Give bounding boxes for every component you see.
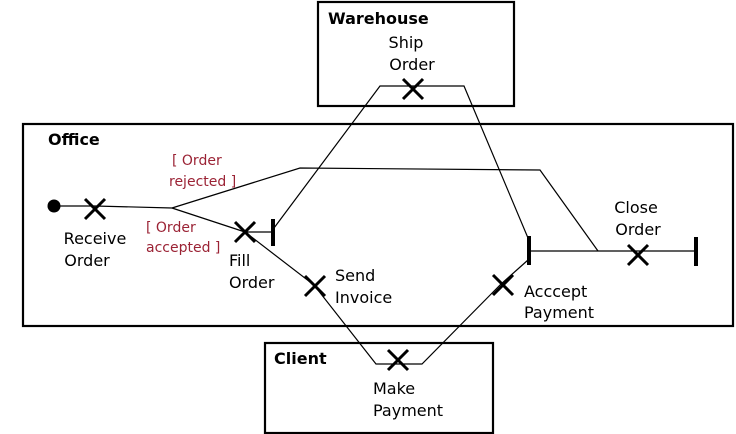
- close-order-label-2: Order: [615, 220, 661, 239]
- flow-rejected: [171, 167, 599, 252]
- close-order-mark[interactable]: [626, 243, 650, 267]
- client-lane: [263, 341, 495, 434]
- fill-order-label-2: Order: [229, 273, 275, 292]
- guard-order-rejected-1: [ Order: [172, 153, 222, 169]
- accept-payment-label-2: Payment: [524, 303, 594, 322]
- send-invoice-mark[interactable]: [303, 274, 327, 298]
- flow-receive-to-decision: [94, 205, 173, 209]
- ship-order-label-2: Order: [389, 55, 435, 74]
- fill-order-label-1: Fill: [229, 251, 250, 270]
- flow-accepted: [171, 207, 246, 233]
- close-order-label-1: Close: [614, 198, 658, 217]
- receive-order-label-2: Order: [64, 251, 110, 270]
- accept-payment-mark[interactable]: [491, 273, 515, 297]
- guard-order-rejected-2: rejected ]: [169, 174, 236, 190]
- guard-order-accepted-2: accepted ]: [146, 240, 220, 256]
- receive-order-mark[interactable]: [83, 197, 107, 221]
- office-lane: [21, 122, 735, 328]
- fill-order-mark[interactable]: [233, 220, 257, 244]
- ship-order-label-1: Ship: [389, 33, 424, 52]
- flow-lines: [54, 85, 695, 365]
- ship-order-mark[interactable]: [401, 77, 425, 101]
- flow-fork-to-ship: [273, 85, 529, 239]
- make-payment-label-1: Make: [373, 379, 415, 398]
- flow-fill-to-invoice: [244, 231, 529, 365]
- office-title: Office: [48, 130, 100, 149]
- warehouse-lane: [316, 0, 516, 108]
- guard-order-accepted-1: [ Order: [146, 220, 196, 236]
- send-invoice-label-2: Invoice: [335, 288, 392, 307]
- warehouse-title: Warehouse: [328, 9, 429, 28]
- client-title: Client: [274, 349, 327, 368]
- make-payment-mark[interactable]: [386, 348, 410, 372]
- receive-order-label-1: Receive: [64, 229, 127, 248]
- send-invoice-label-1: Send: [335, 266, 375, 285]
- accept-payment-label-1: Acccept: [524, 282, 587, 301]
- initial-node: [47, 199, 61, 213]
- make-payment-label-2: Payment: [373, 401, 443, 420]
